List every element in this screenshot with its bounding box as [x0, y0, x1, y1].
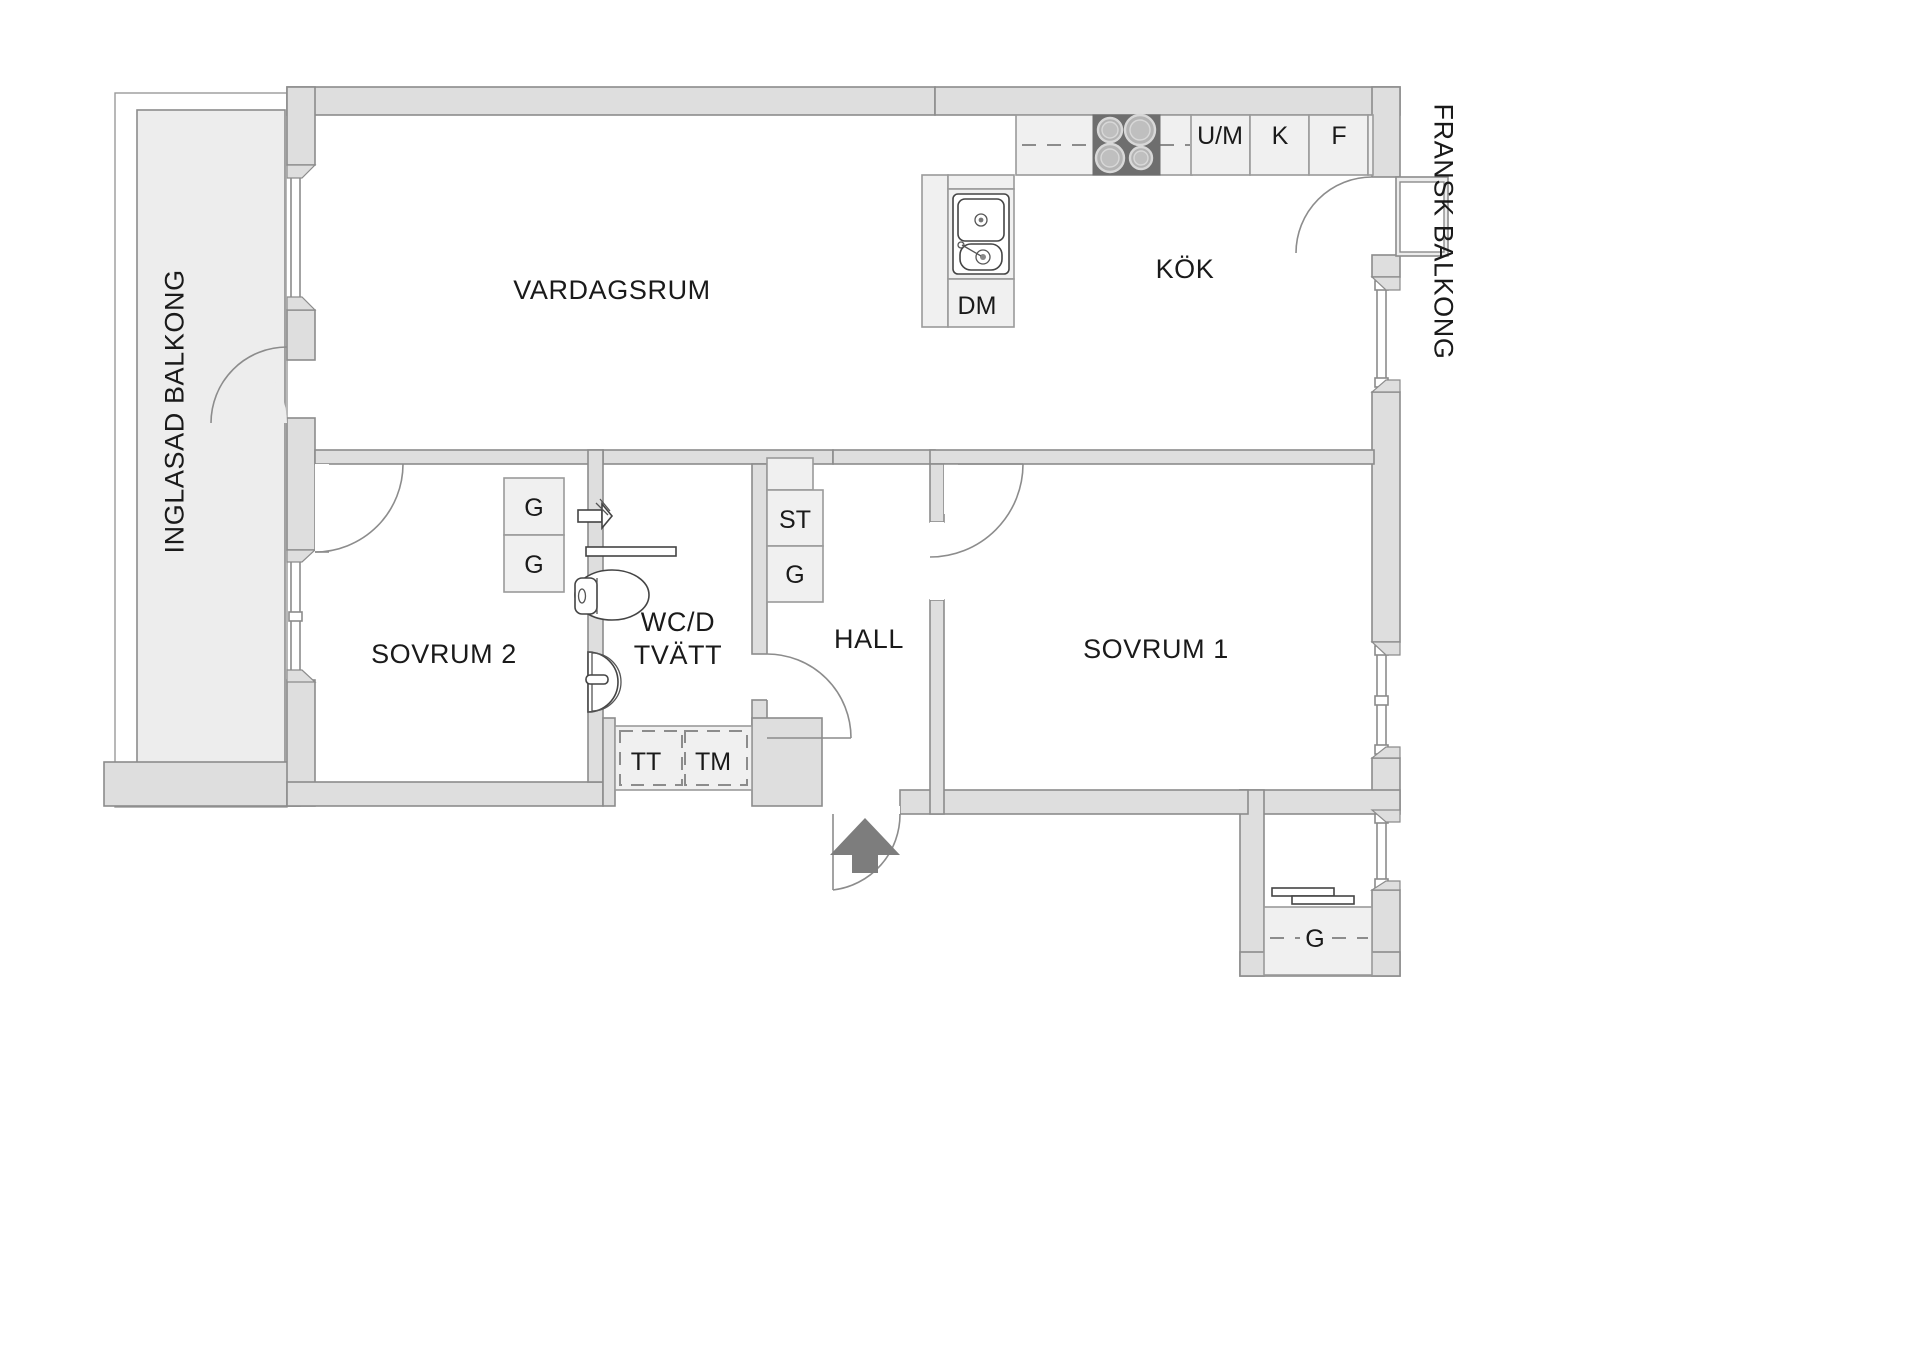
sovrum1-windows [1369, 641, 1401, 891]
sovrum1-closet-unit [1263, 887, 1373, 976]
kitchen-counter [921, 113, 1374, 328]
sovrum1-door [929, 463, 1024, 600]
interior-walls [314, 449, 1375, 815]
entrance-door [830, 806, 901, 891]
balcony-glazing [210, 164, 317, 683]
inglasad-balkong-area [103, 92, 301, 808]
laundry-units [614, 725, 753, 791]
fransk-balkong-area [1295, 176, 1449, 393]
wc-fixtures [574, 498, 677, 713]
hall-storage-units [766, 457, 824, 603]
sovrum2-door [314, 463, 404, 553]
wc-door [766, 653, 852, 739]
sovrum2-closets [503, 477, 565, 593]
